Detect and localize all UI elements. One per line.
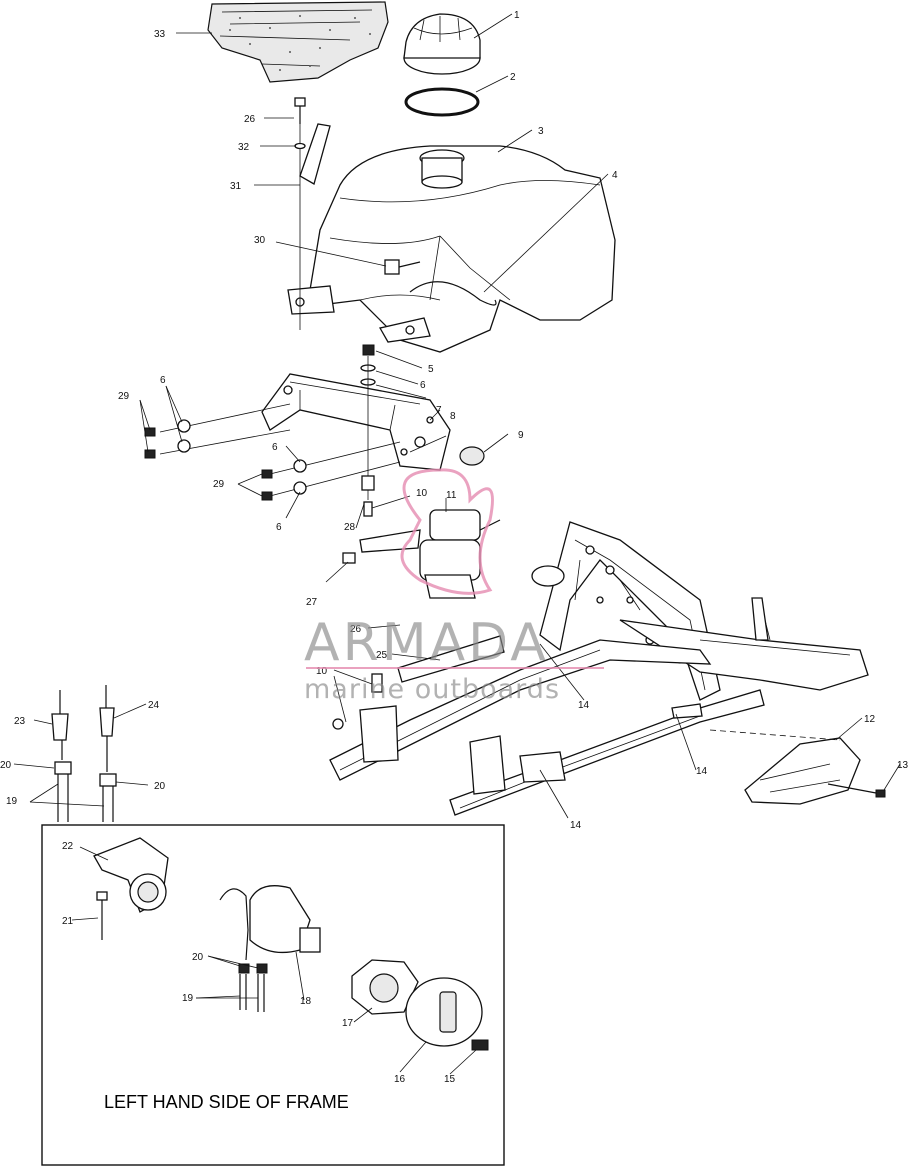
callout-29b: 29 xyxy=(213,479,225,490)
callout-3: 3 xyxy=(538,126,544,137)
callout-10b: 10 xyxy=(316,666,328,677)
armada-watermark: ARMADA marine outboards xyxy=(304,468,604,705)
callout-18: 18 xyxy=(300,996,312,1007)
inset-parts xyxy=(93,837,489,1051)
callout-5: 5 xyxy=(428,364,434,375)
callout-28: 28 xyxy=(344,522,356,533)
leader-lines xyxy=(13,13,901,1075)
callout-2: 2 xyxy=(510,72,516,83)
callout-6c: 6 xyxy=(272,442,278,453)
callout-6d: 6 xyxy=(276,522,282,533)
watermark-tagline: marine outboards xyxy=(304,674,560,705)
callout-14a: 14 xyxy=(578,700,590,711)
callout-8: 8 xyxy=(450,411,456,422)
grommet-part xyxy=(459,446,485,466)
inset-frame xyxy=(41,824,505,1166)
callout-21: 21 xyxy=(62,916,74,927)
callout-27: 27 xyxy=(306,597,318,608)
inset-title: LEFT HAND SIDE OF FRAME xyxy=(104,1092,349,1112)
callout-29a: 29 xyxy=(118,391,130,402)
tank-mount-bracket-part xyxy=(261,373,451,471)
callout-25: 25 xyxy=(376,650,388,661)
callout-14b: 14 xyxy=(696,766,708,777)
callout-15: 15 xyxy=(444,1074,456,1085)
callout-9: 9 xyxy=(518,430,524,441)
callout-20a: 20 xyxy=(0,760,12,771)
watermark-brand: ARMADA xyxy=(304,613,549,673)
mount-bolts-left xyxy=(144,403,291,459)
callout-26a: 26 xyxy=(244,114,256,125)
fuel-valve-part xyxy=(342,509,501,599)
callout-24: 24 xyxy=(148,700,160,711)
frame-part xyxy=(329,521,869,816)
callout-7: 7 xyxy=(436,405,442,416)
callout-14c: 14 xyxy=(570,820,582,831)
callout-20b: 20 xyxy=(154,781,166,792)
callout-22: 22 xyxy=(62,841,74,852)
seat-pad-part xyxy=(207,1,389,83)
o-ring-part xyxy=(404,87,480,117)
fuel-tank-part xyxy=(287,145,616,353)
callout-32: 32 xyxy=(238,142,250,153)
skid-guard-part xyxy=(709,729,886,805)
mount-bolts-center xyxy=(261,441,401,501)
nut-washer-stack xyxy=(360,344,376,517)
callout-33: 33 xyxy=(154,29,166,40)
hose-fittings-left xyxy=(51,685,117,822)
callout-30: 30 xyxy=(254,235,266,246)
strap-bracket-part xyxy=(294,97,331,330)
fuel-cap-part xyxy=(403,13,481,75)
callout-10a: 10 xyxy=(416,488,428,499)
callout-1: 1 xyxy=(514,10,520,21)
callout-23: 23 xyxy=(14,716,26,727)
callout-20c: 20 xyxy=(192,952,204,963)
callout-12: 12 xyxy=(864,714,876,725)
callout-19a: 19 xyxy=(6,796,18,807)
callout-labels: 1 2 3 4 5 6 6 7 8 9 6 6 29 29 10 11 27 2… xyxy=(0,10,909,1085)
callout-17: 17 xyxy=(342,1018,354,1029)
callout-26b: 26 xyxy=(350,624,362,635)
callout-6a: 6 xyxy=(420,380,426,391)
callout-19b: 19 xyxy=(182,993,194,1004)
callout-16: 16 xyxy=(394,1074,406,1085)
callout-31: 31 xyxy=(230,181,242,192)
callout-13: 13 xyxy=(897,760,909,771)
callout-11: 11 xyxy=(446,490,457,501)
watermark-logo-icon xyxy=(400,468,494,595)
callout-4: 4 xyxy=(612,170,618,181)
callout-6b: 6 xyxy=(160,375,166,386)
bolt-30-part xyxy=(384,259,421,275)
